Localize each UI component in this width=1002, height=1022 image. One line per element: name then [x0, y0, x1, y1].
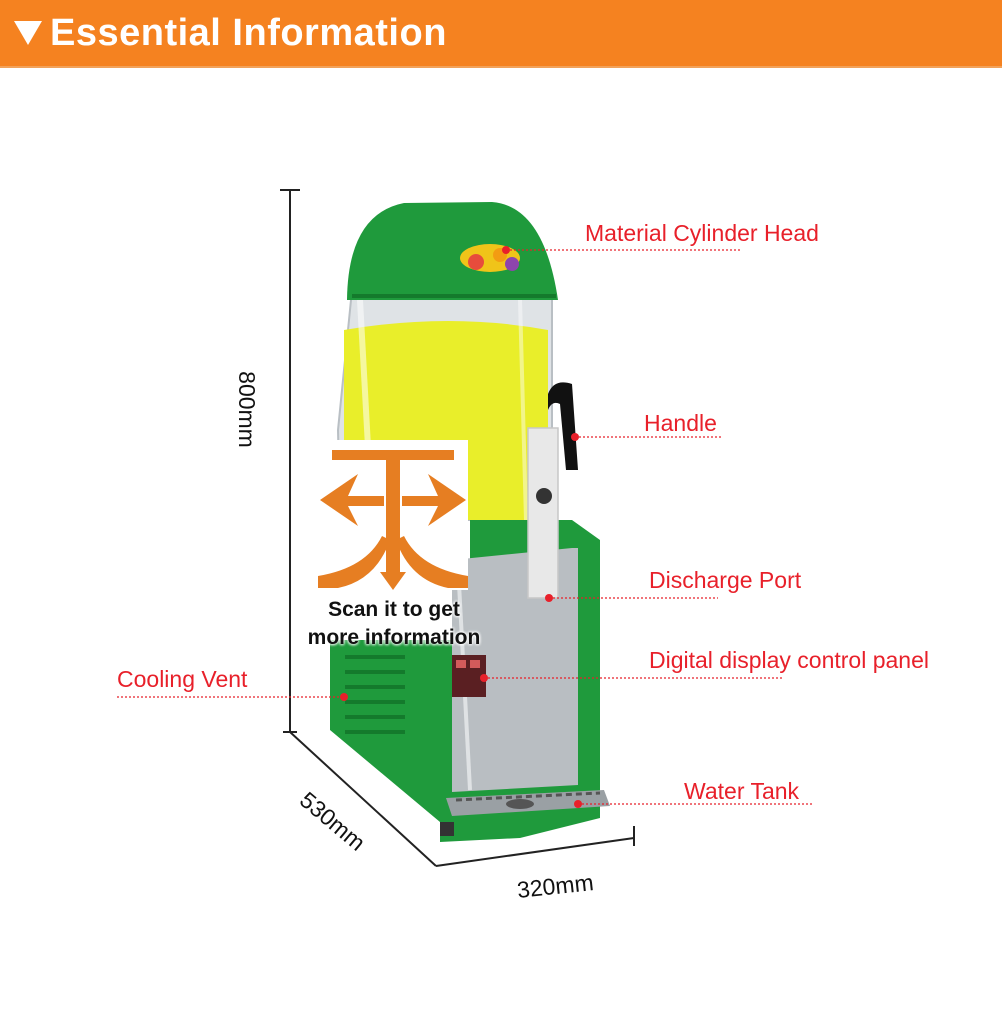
label-cooling-vent: Cooling Vent: [117, 666, 248, 692]
triangle-down-icon: [14, 21, 42, 45]
section-title: Essential Information: [50, 11, 447, 54]
qr-caption: Scan it to get more information: [294, 596, 494, 652]
label-material-cylinder-head: Material Cylinder Head: [585, 220, 819, 246]
label-discharge-port: Discharge Port: [649, 567, 802, 593]
company-logo-icon: [318, 450, 468, 590]
section-header: Essential Information: [0, 0, 1002, 66]
dimension-lines: [280, 189, 635, 867]
qr-caption-line2: more information: [307, 626, 481, 649]
header-divider: [0, 66, 1002, 68]
qr-caption-line1: Scan it to get: [328, 598, 460, 621]
dimension-height: 800mm: [233, 371, 260, 448]
qr-logo-box: [318, 440, 468, 590]
leader-dots: [340, 246, 582, 808]
label-digital-display: Digital display control panel: [649, 647, 929, 673]
label-handle: Handle: [644, 410, 717, 436]
leader-lines: [117, 249, 812, 805]
label-water-tank: Water Tank: [684, 778, 800, 804]
